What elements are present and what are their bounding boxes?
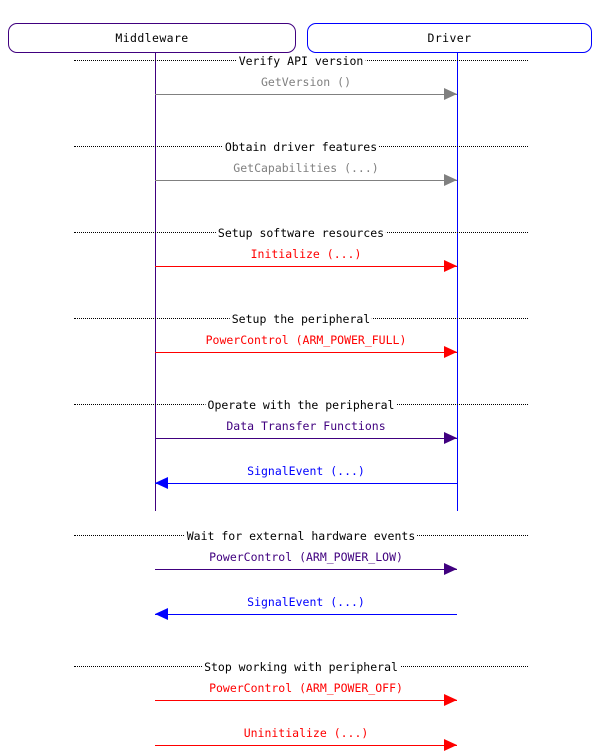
section-divider-label: Obtain driver features bbox=[222, 140, 380, 154]
message-arrowhead-right-icon bbox=[444, 432, 457, 444]
message-arrow-shaft bbox=[155, 569, 457, 570]
message-right: PowerControl (ARM_POWER_OFF) bbox=[155, 681, 457, 707]
message-arrow-shaft bbox=[155, 700, 457, 701]
message-right: Data Transfer Functions bbox=[155, 419, 457, 445]
message-arrowhead-right-icon bbox=[444, 346, 457, 358]
message-right: GetCapabilities (...) bbox=[155, 161, 457, 187]
participant-middleware: Middleware bbox=[8, 23, 296, 53]
message-arrowhead-right-icon bbox=[444, 694, 457, 706]
message-arrow-shaft bbox=[155, 483, 457, 484]
section-divider-label: Stop working with peripheral bbox=[202, 660, 400, 674]
section-divider: Setup the peripheral bbox=[74, 312, 528, 326]
message-label: GetCapabilities (...) bbox=[233, 161, 379, 175]
message-label: PowerControl (ARM_POWER_OFF) bbox=[209, 681, 403, 695]
message-arrow-shaft bbox=[155, 438, 457, 439]
section-divider: Verify API version bbox=[74, 54, 528, 68]
message-left: SignalEvent (...) bbox=[155, 595, 457, 621]
message-right: Initialize (...) bbox=[155, 247, 457, 273]
section-divider-label: Operate with the peripheral bbox=[205, 398, 397, 412]
participant-middleware-label: Middleware bbox=[115, 31, 189, 45]
message-left: SignalEvent (...) bbox=[155, 464, 457, 490]
message-label: Initialize (...) bbox=[250, 247, 362, 261]
message-right: PowerControl (ARM_POWER_FULL) bbox=[155, 333, 457, 359]
message-arrowhead-right-icon bbox=[444, 739, 457, 751]
section-divider: Operate with the peripheral bbox=[74, 398, 528, 412]
section-divider: Wait for external hardware events bbox=[74, 529, 528, 543]
message-arrow-shaft bbox=[155, 180, 457, 181]
message-arrowhead-left-icon bbox=[155, 477, 168, 489]
message-right: GetVersion () bbox=[155, 75, 457, 101]
message-arrowhead-right-icon bbox=[444, 174, 457, 186]
message-label: SignalEvent (...) bbox=[247, 464, 365, 478]
message-right: Uninitialize (...) bbox=[155, 726, 457, 752]
section-divider-label: Setup software resources bbox=[215, 226, 387, 240]
section-divider: Obtain driver features bbox=[74, 140, 528, 154]
message-label: PowerControl (ARM_POWER_LOW) bbox=[209, 550, 403, 564]
section-divider-label: Setup the peripheral bbox=[229, 312, 373, 326]
message-arrow-shaft bbox=[155, 614, 457, 615]
lifeline-driver bbox=[457, 53, 459, 511]
message-arrowhead-right-icon bbox=[444, 260, 457, 272]
message-label: PowerControl (ARM_POWER_FULL) bbox=[205, 333, 407, 347]
message-label: SignalEvent (...) bbox=[247, 595, 365, 609]
message-label: Data Transfer Functions bbox=[226, 419, 386, 433]
message-arrow-shaft bbox=[155, 352, 457, 353]
message-arrowhead-right-icon bbox=[444, 563, 457, 575]
message-right: PowerControl (ARM_POWER_LOW) bbox=[155, 550, 457, 576]
participant-driver: Driver bbox=[307, 23, 592, 53]
section-divider-label: Verify API version bbox=[236, 54, 366, 68]
message-arrow-shaft bbox=[155, 745, 457, 746]
message-arrow-shaft bbox=[155, 94, 457, 95]
message-label: GetVersion () bbox=[260, 75, 351, 89]
section-divider: Stop working with peripheral bbox=[74, 660, 528, 674]
message-arrowhead-right-icon bbox=[444, 88, 457, 100]
participant-driver-label: Driver bbox=[427, 31, 472, 45]
lifeline-middleware bbox=[155, 53, 157, 511]
section-divider-label: Wait for external hardware events bbox=[184, 529, 418, 543]
message-arrowhead-left-icon bbox=[155, 608, 168, 620]
message-arrow-shaft bbox=[155, 266, 457, 267]
section-divider: Setup software resources bbox=[74, 226, 528, 240]
message-label: Uninitialize (...) bbox=[243, 726, 369, 740]
